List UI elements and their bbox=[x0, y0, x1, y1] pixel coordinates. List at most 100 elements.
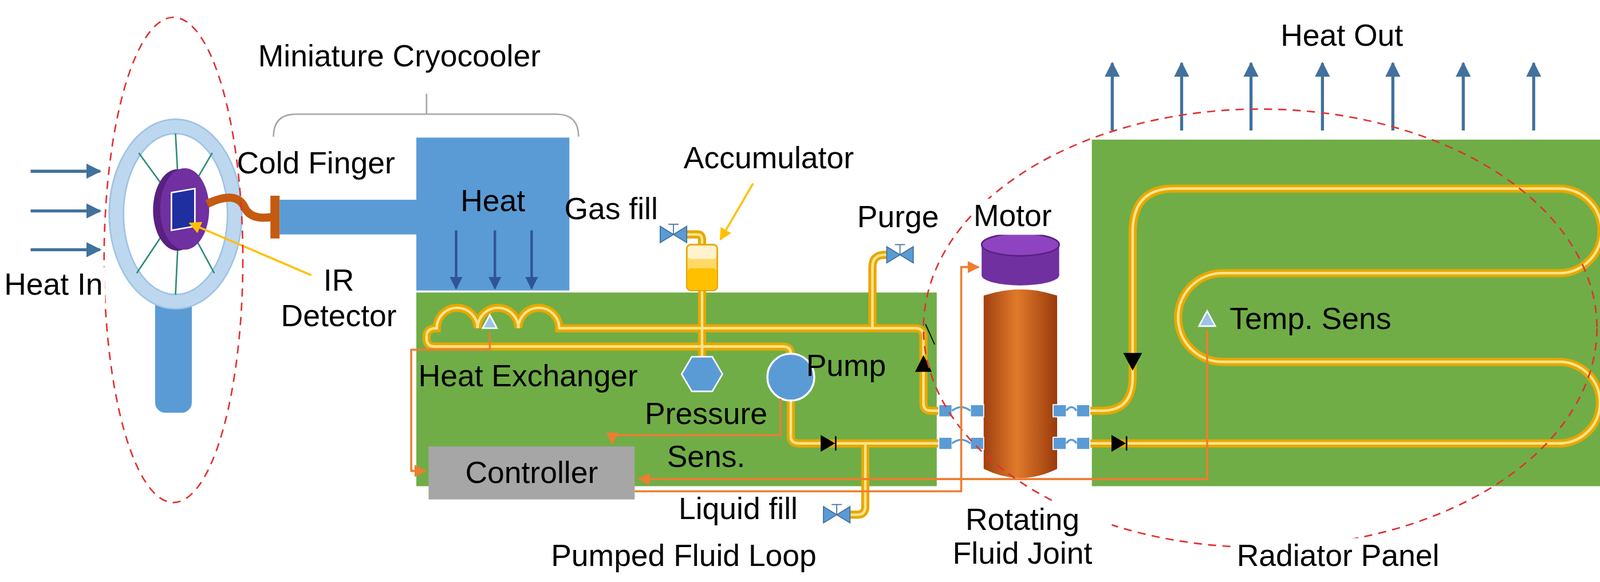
magnifier-housing bbox=[136, 133, 215, 295]
part-label: Gas fill bbox=[564, 191, 658, 227]
magnifier-housing bbox=[123, 133, 228, 295]
accumulator bbox=[687, 245, 717, 259]
cold-finger bbox=[207, 195, 417, 239]
part-label: Pump bbox=[806, 348, 887, 384]
heat-out-arrows bbox=[1110, 62, 1114, 131]
motor-joint-shape bbox=[983, 289, 1058, 479]
part-label: Heat Out bbox=[1280, 18, 1404, 54]
magnifier-housing bbox=[155, 293, 192, 413]
cold-finger bbox=[270, 195, 280, 239]
sensor-wire bbox=[411, 330, 1208, 480]
detector-leader bbox=[189, 223, 311, 276]
heat-arrows bbox=[530, 230, 533, 290]
valve-symbol bbox=[899, 244, 901, 255]
heat-in-arrows bbox=[30, 209, 100, 213]
cryocooler-box: Heat bbox=[416, 137, 570, 291]
heat-arrows bbox=[493, 230, 496, 290]
valve-symbol bbox=[836, 505, 838, 516]
sensor-wire bbox=[411, 332, 490, 472]
magnifier-housing bbox=[116, 126, 235, 302]
valve-symbol bbox=[886, 246, 900, 263]
accumulator bbox=[686, 244, 717, 291]
rotating-joint-couplings bbox=[970, 404, 984, 417]
motor-joint-shape bbox=[981, 265, 1059, 286]
region-outline bbox=[104, 17, 1598, 548]
magnifier-housing bbox=[109, 119, 243, 413]
check-valve bbox=[1112, 436, 1125, 451]
temperature-sensor bbox=[482, 314, 498, 329]
check-valve bbox=[821, 436, 834, 451]
heat-out-arrows bbox=[1532, 62, 1536, 131]
temperature-sensor bbox=[482, 310, 1216, 329]
part-label: Miniature Cryocooler bbox=[258, 38, 541, 74]
region-outline bbox=[104, 17, 243, 503]
valve-symbol bbox=[831, 504, 842, 506]
part-label: Liquid fill bbox=[678, 491, 798, 527]
magnifier-housing bbox=[160, 168, 210, 250]
magnifier-housing bbox=[109, 119, 243, 309]
part-label: Accumulator bbox=[683, 140, 854, 176]
heat-out-arrows bbox=[1112, 62, 1534, 131]
part-label: IR Detector bbox=[267, 263, 411, 334]
valve-symbol bbox=[660, 226, 674, 243]
valve-symbol bbox=[900, 246, 914, 263]
rotating-joint-couplings bbox=[938, 437, 952, 450]
rotating-joint-couplings bbox=[1076, 404, 1090, 417]
node-label: Controller bbox=[464, 455, 598, 491]
heat-in-arrows bbox=[30, 171, 100, 250]
check-valve bbox=[925, 324, 935, 345]
pipe bbox=[426, 188, 1600, 516]
rotating-joint-couplings bbox=[1053, 437, 1067, 450]
motor-joint: MotorRotating Fluid Joint bbox=[979, 232, 1062, 483]
part-label: Cold Finger bbox=[236, 146, 395, 181]
rotating-joint-couplings bbox=[1076, 437, 1090, 450]
heat-arrows bbox=[454, 230, 457, 290]
node-label: Heat bbox=[460, 183, 526, 219]
valve-symbol bbox=[895, 244, 906, 246]
node-label: Radiator Panel bbox=[1234, 538, 1442, 574]
accumulator bbox=[686, 244, 717, 291]
region-outline bbox=[923, 109, 1598, 549]
valve-symbol bbox=[673, 226, 687, 243]
node-label: Motor bbox=[971, 198, 1054, 234]
control-wire bbox=[634, 267, 979, 492]
part-label: Pressure Sens. bbox=[634, 392, 778, 479]
part-label: Heat In bbox=[2, 267, 105, 303]
check-valve bbox=[1125, 436, 1128, 451]
valve-symbol bbox=[823, 506, 837, 523]
motor-joint-shape bbox=[981, 233, 1059, 256]
heat-arrows bbox=[456, 230, 532, 290]
pipe-core bbox=[426, 188, 1600, 516]
accumulator-leader bbox=[720, 183, 754, 240]
part-label: Temp. Sens bbox=[1229, 301, 1391, 337]
part-label: Purge bbox=[857, 199, 940, 235]
valve-symbol bbox=[836, 506, 850, 523]
node-label: Rotating Fluid Joint bbox=[933, 502, 1111, 571]
cold-finger bbox=[207, 197, 272, 218]
valve-symbol bbox=[668, 223, 679, 226]
check-valve bbox=[834, 436, 837, 451]
heat-out-arrows bbox=[1391, 62, 1395, 131]
accumulator bbox=[687, 268, 717, 290]
heat-in-arrows bbox=[30, 170, 100, 173]
heat-in-arrows bbox=[30, 248, 100, 252]
controller-box: Controller bbox=[428, 446, 635, 500]
cryocooler-bracket bbox=[273, 93, 579, 137]
part-label: Heat Exchanger bbox=[418, 359, 638, 394]
motor-joint-shape bbox=[979, 232, 1062, 483]
rotating-joint-couplings bbox=[952, 407, 1077, 444]
node-label: Pumped Fluid Loop bbox=[550, 538, 817, 574]
check-valve bbox=[821, 324, 1141, 451]
valve-symbol bbox=[672, 224, 675, 235]
heat-out-arrows bbox=[1180, 62, 1184, 131]
check-valve bbox=[1124, 353, 1142, 370]
heat-out-arrows bbox=[1461, 62, 1465, 131]
cold-finger bbox=[279, 199, 417, 235]
temperature-sensor bbox=[1199, 310, 1216, 327]
rotating-joint-couplings bbox=[1053, 404, 1067, 417]
